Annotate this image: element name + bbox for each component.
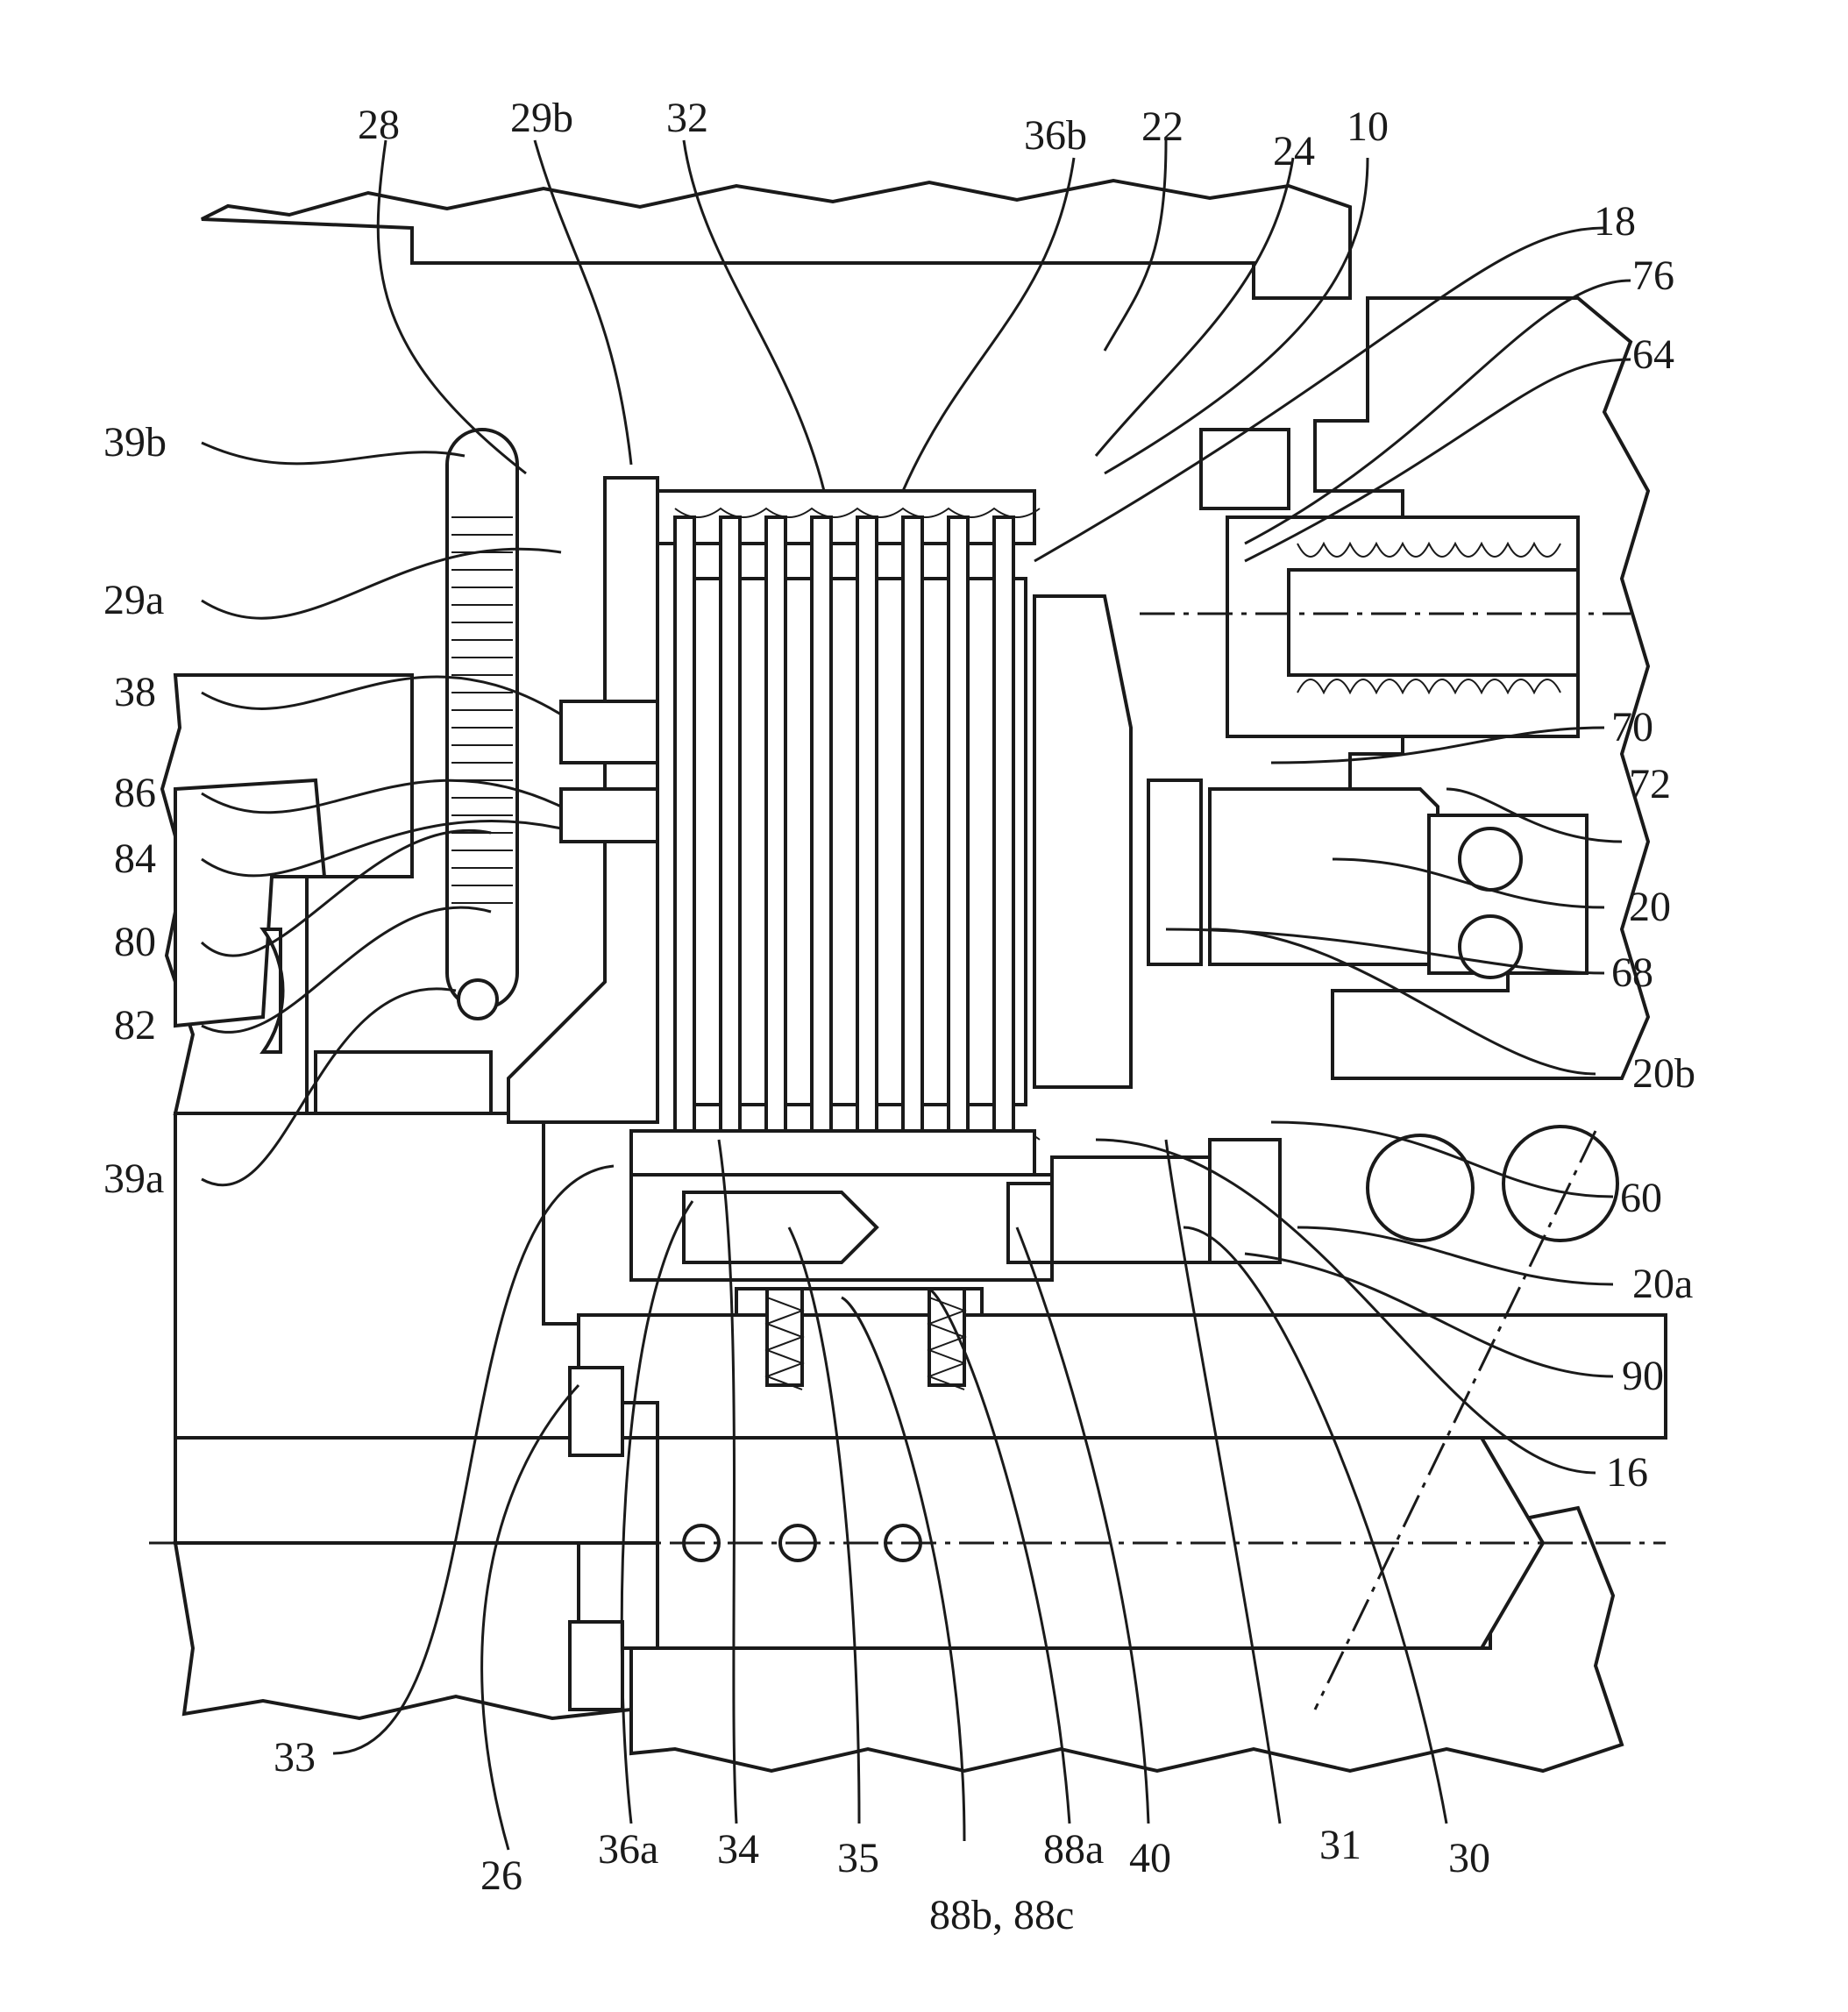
label-33: 33 <box>274 1734 316 1781</box>
label-90: 90 <box>1622 1353 1664 1399</box>
label-84: 84 <box>114 835 156 882</box>
label-18: 18 <box>1594 198 1636 245</box>
label-60: 60 <box>1620 1175 1662 1221</box>
label-20a: 20a <box>1632 1261 1693 1307</box>
label-16: 16 <box>1606 1449 1648 1496</box>
label-20: 20 <box>1629 884 1671 930</box>
label-28: 28 <box>358 102 400 148</box>
label-29a: 29a <box>103 577 164 623</box>
label-38: 38 <box>114 669 156 715</box>
label-68: 68 <box>1611 949 1653 996</box>
label-39a: 39a <box>103 1155 164 1202</box>
label-24: 24 <box>1273 128 1315 174</box>
label-80: 80 <box>114 919 156 965</box>
label-76: 76 <box>1632 252 1674 299</box>
label-26: 26 <box>480 1852 522 1899</box>
label-29b: 29b <box>510 95 573 141</box>
label-32: 32 <box>666 95 708 141</box>
label-86: 86 <box>114 770 156 816</box>
label-88bc: 88b, 88c <box>929 1892 1074 1938</box>
label-39b: 39b <box>103 419 167 466</box>
label-34: 34 <box>717 1826 759 1873</box>
label-82: 82 <box>114 1002 156 1049</box>
label-30: 30 <box>1448 1835 1490 1881</box>
label-31: 31 <box>1319 1822 1361 1868</box>
label-20b: 20b <box>1632 1050 1695 1097</box>
label-70: 70 <box>1611 704 1653 750</box>
label-35: 35 <box>837 1835 879 1881</box>
label-10: 10 <box>1347 103 1389 150</box>
label-72: 72 <box>1629 761 1671 807</box>
label-22: 22 <box>1141 103 1183 150</box>
label-88a: 88a <box>1043 1826 1104 1873</box>
label-64: 64 <box>1632 331 1674 378</box>
label-36a: 36a <box>598 1826 658 1873</box>
label-36b: 36b <box>1024 112 1087 159</box>
label-40: 40 <box>1129 1835 1171 1881</box>
